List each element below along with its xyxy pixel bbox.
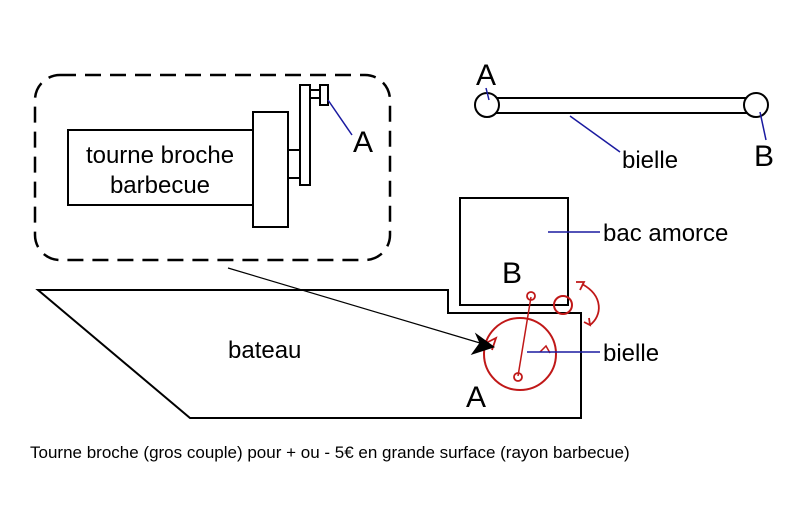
pin-b <box>526 291 536 301</box>
leader-a-motor <box>327 99 353 136</box>
leader-b-rod <box>759 111 767 141</box>
pin-a <box>513 372 523 382</box>
caption: Tourne broche (gros couple) pour + ou - … <box>30 443 630 462</box>
motor-flange <box>252 111 289 228</box>
rod-end-b <box>743 92 769 118</box>
crank-pin-tip <box>319 84 329 106</box>
crank-arm <box>299 84 311 186</box>
label-boat: bateau <box>228 337 301 364</box>
leader-bielle-top <box>569 115 621 153</box>
label-b-rod: B <box>754 140 774 173</box>
label-tank: bac amorce <box>603 220 728 247</box>
label-bielle-top: bielle <box>622 147 678 174</box>
motor-label-line2: barbecue <box>110 172 210 199</box>
label-b-tank: B <box>502 257 522 290</box>
label-bielle-boat: bielle <box>603 340 659 367</box>
label-a-boat: A <box>466 381 486 414</box>
rod-end-a <box>474 92 500 118</box>
boat-hull <box>35 289 582 419</box>
rod-bar <box>493 97 760 114</box>
label-a-rod: A <box>476 59 496 92</box>
hinge-pivot <box>553 295 573 315</box>
rotation-arrow-right-head-top <box>576 281 586 291</box>
rotation-arrow-right <box>581 283 600 326</box>
bait-tank <box>459 197 569 306</box>
motor-dashed-frame <box>33 73 392 262</box>
mechanism-rod <box>517 296 532 377</box>
motor-label-line1: tourne broche <box>86 142 234 169</box>
leader-a-rod <box>485 87 490 101</box>
motor-shaft <box>287 149 301 179</box>
crank-wheel <box>483 317 557 391</box>
pointer-arrow-line <box>227 267 481 344</box>
rotation-arrow-right-head-bottom <box>583 317 592 327</box>
label-a-motor: A <box>353 126 373 159</box>
crank-mechanism <box>483 281 600 391</box>
pointer-arrow-head <box>470 332 496 355</box>
wheel-arrow-tick <box>539 344 551 354</box>
crank-pin <box>309 89 321 99</box>
